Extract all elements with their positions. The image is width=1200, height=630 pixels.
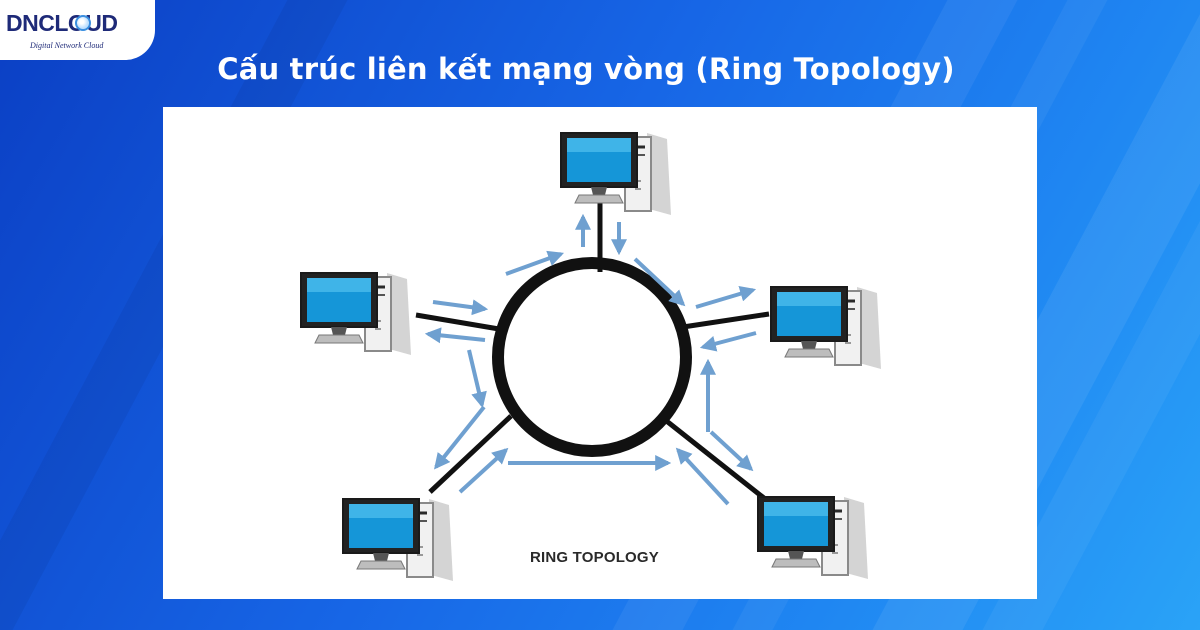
brand-tagline: Digital Network Cloud (30, 41, 104, 50)
computer-top (559, 131, 673, 217)
ring-topology-diagram (299, 131, 883, 583)
brand-name: DNCLOUD (6, 10, 118, 36)
globe-icon (75, 15, 91, 31)
computer-bottom-left (341, 497, 455, 583)
computer-bottom-right (756, 495, 870, 581)
page-title: Cấu trúc liên kết mạng vòng (Ring Topolo… (217, 52, 955, 86)
data-flow-arrows (424, 213, 757, 506)
diagram-label: RING TOPOLOGY (530, 549, 660, 566)
computer-left (299, 271, 413, 357)
diagram-panel (163, 107, 1037, 599)
computer-right (769, 285, 883, 371)
brand-logo[interactable]: DNCLOUD Digital Network Cloud (0, 0, 155, 60)
ring (492, 257, 692, 457)
